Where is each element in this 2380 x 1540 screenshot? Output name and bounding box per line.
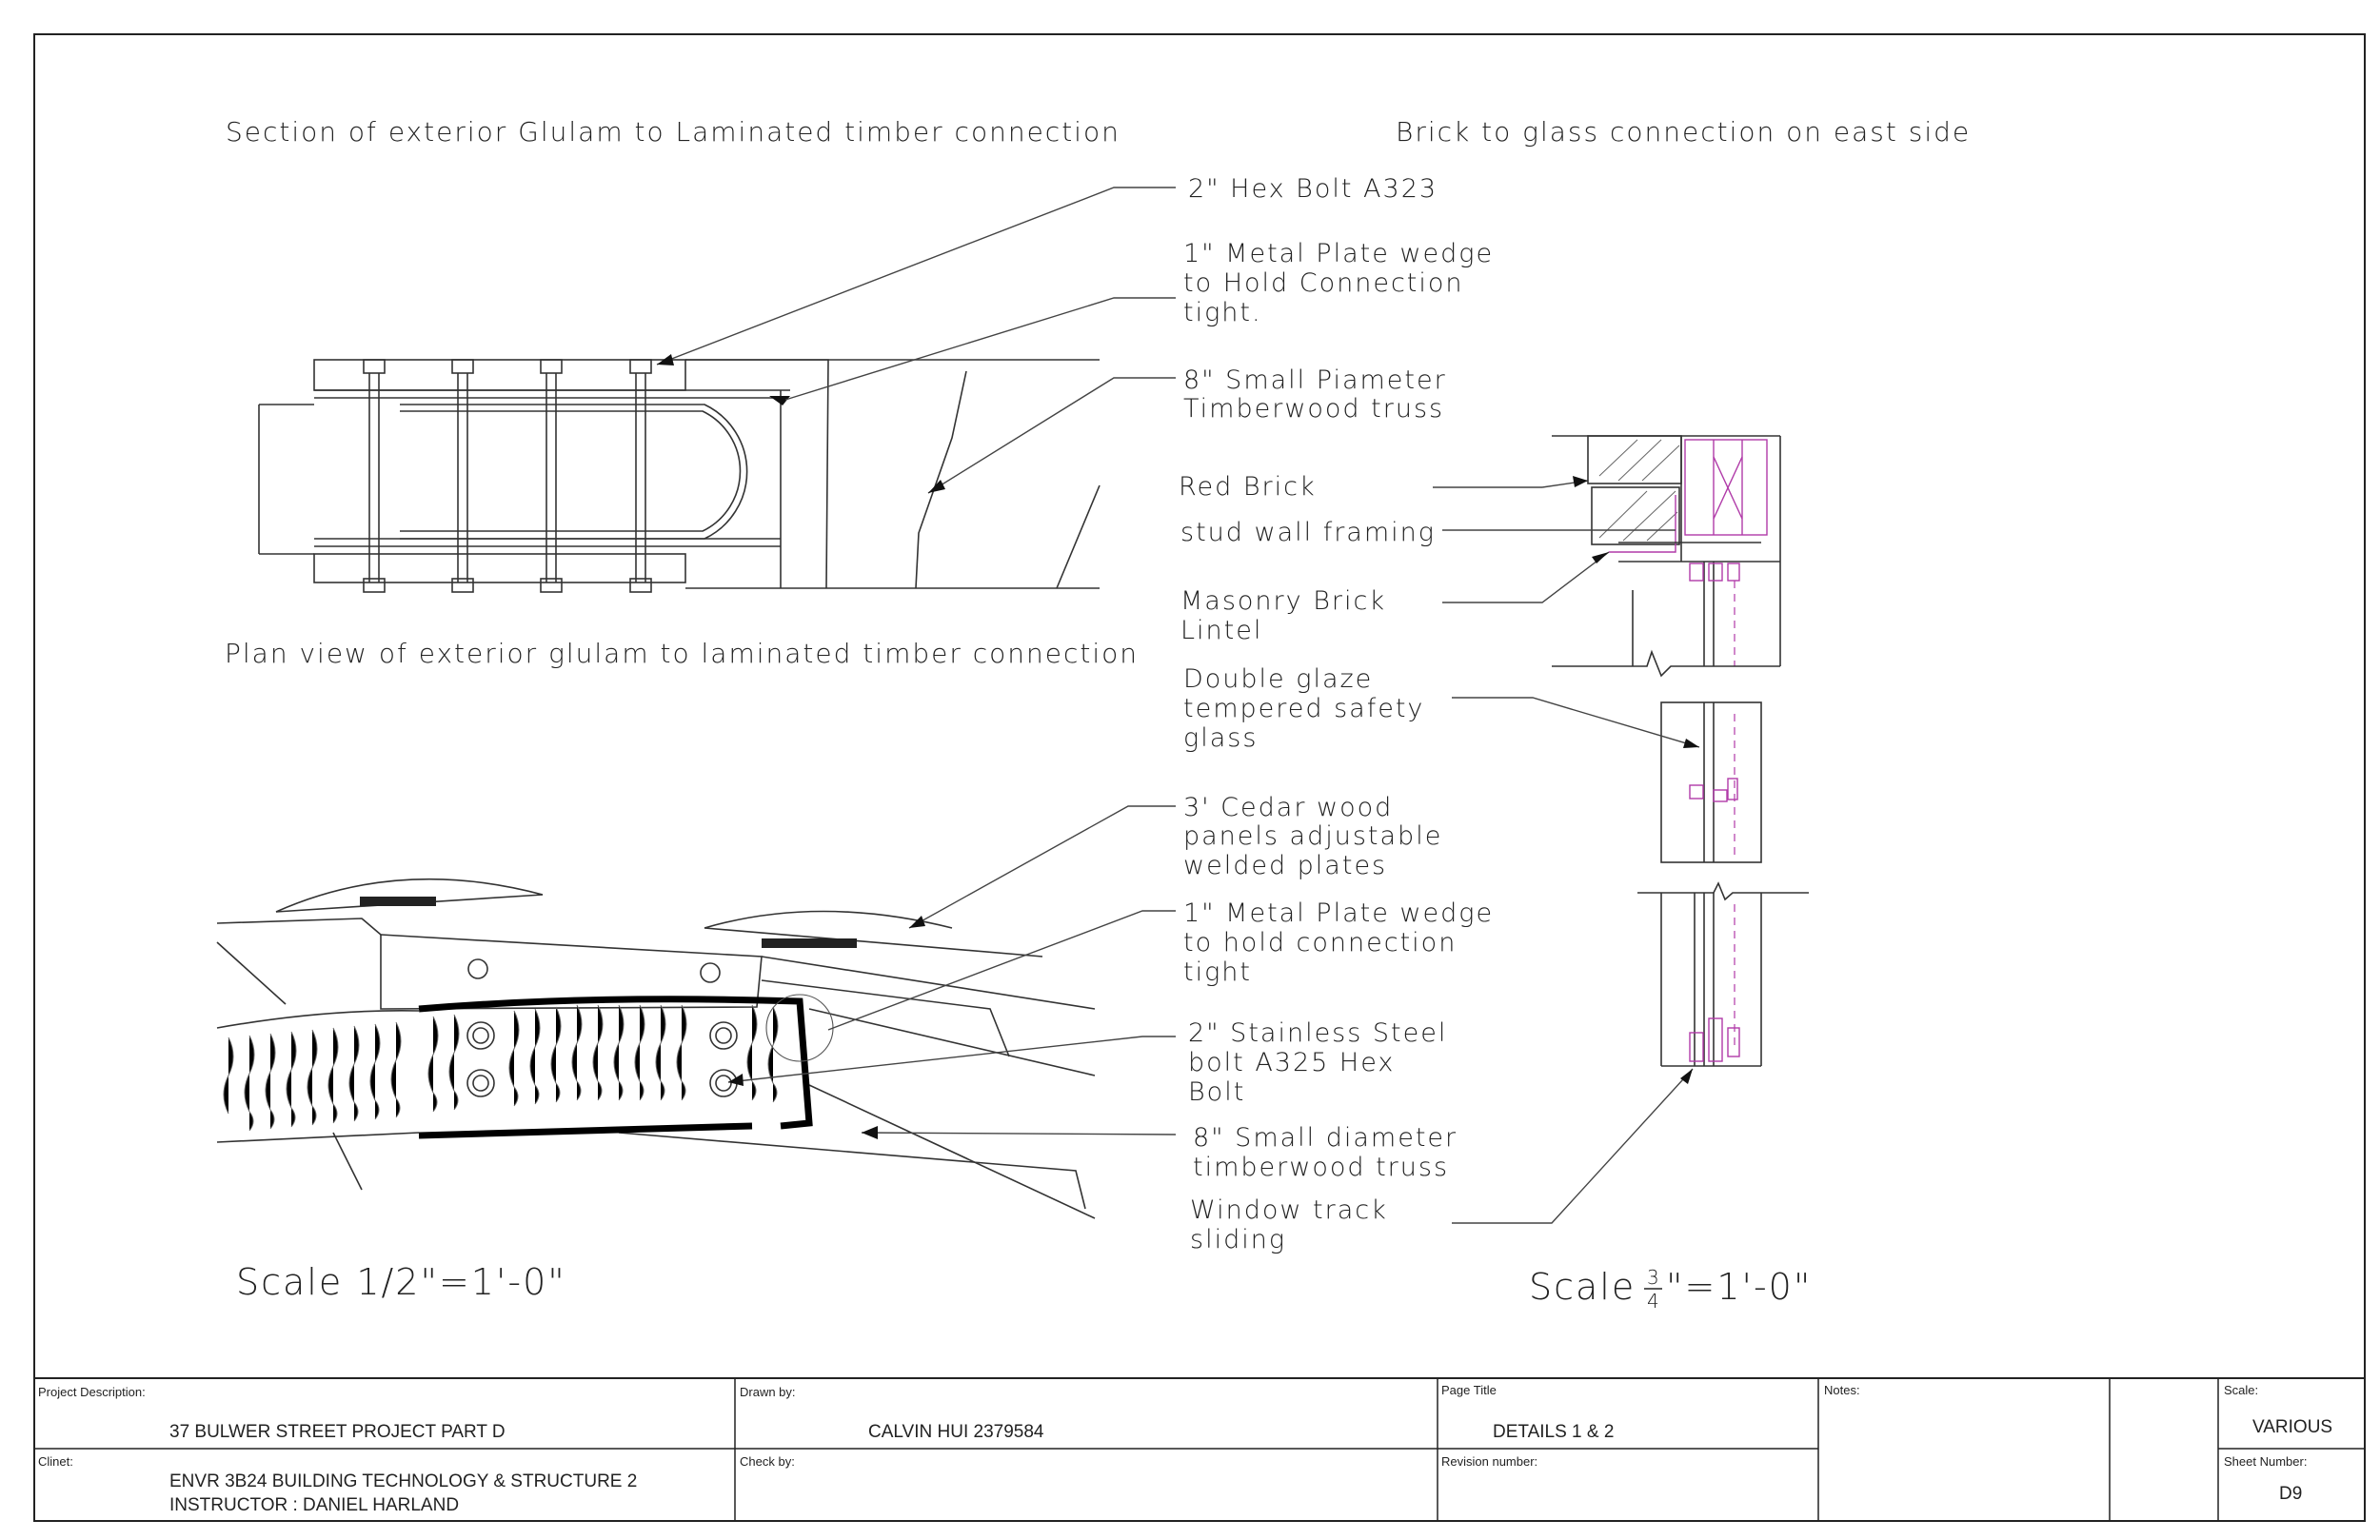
sheet-label: Sheet Number: xyxy=(2224,1454,2307,1469)
callout-plate-lower-2: to hold connection xyxy=(1183,928,1457,958)
callout-plate-lower-3: tight xyxy=(1183,958,1252,987)
check-by-label: Check by: xyxy=(740,1454,795,1469)
brick-title: Brick to glass connection on east side xyxy=(1396,116,1971,148)
callout-metal-plate-2: to Hold Connection xyxy=(1183,268,1464,298)
callout-truss-2: Timberwood truss xyxy=(1183,394,1444,424)
client-label: Clinet: xyxy=(38,1454,73,1469)
callout-cedar-1: 3' Cedar wood xyxy=(1183,793,1393,822)
callout-plate-lower-1: 1" Metal Plate wedge xyxy=(1183,898,1494,928)
callout-metal-plate-1: 1" Metal Plate wedge xyxy=(1183,239,1494,268)
drawn-by-label: Drawn by: xyxy=(740,1385,796,1399)
callout-glass-2: tempered safety xyxy=(1183,694,1424,723)
callout-glass-1: Double glaze xyxy=(1183,664,1373,694)
callout-steel-bolt-2: bolt A325 Hex xyxy=(1188,1048,1395,1077)
plan-drawing xyxy=(216,878,1096,1219)
callout-truss-lower-2: timberwood truss xyxy=(1193,1153,1449,1182)
plan-title: Plan view of exterior glulam to laminate… xyxy=(225,638,1139,669)
section-drawing xyxy=(258,359,1101,593)
wood-grain-hatch xyxy=(223,1004,779,1132)
svg-text:Scale: Scale xyxy=(1529,1266,1636,1308)
scale-right: Scale 3 4 "=1'-0" xyxy=(1529,1266,1812,1313)
hex-bolt-row xyxy=(363,359,652,593)
callout-cedar-3: welded plates xyxy=(1183,851,1387,880)
svg-text:4: 4 xyxy=(1647,1290,1661,1313)
notes-label: Notes: xyxy=(1824,1383,1860,1397)
callout-stud-wall: stud wall framing xyxy=(1180,518,1436,547)
callout-track-2: sliding xyxy=(1190,1225,1286,1254)
callout-steel-bolt-1: 2" Stainless Steel xyxy=(1188,1018,1447,1048)
callout-glass-3: glass xyxy=(1183,723,1258,753)
client-line1: ENVR 3B24 BUILDING TECHNOLOGY & STRUCTUR… xyxy=(169,1471,637,1491)
callout-metal-plate-3: tight. xyxy=(1183,298,1262,327)
project-desc: 37 BULWER STREET PROJECT PART D xyxy=(169,1422,506,1442)
revision-label: Revision number: xyxy=(1441,1454,1537,1469)
section-title: Section of exterior Glulam to Laminated … xyxy=(226,116,1121,148)
scale-label: Scale: xyxy=(2224,1383,2258,1397)
page-title-label: Page Title xyxy=(1441,1383,1497,1397)
project-desc-label: Project Description: xyxy=(38,1385,146,1399)
svg-text:"=1'-0": "=1'-0" xyxy=(1666,1266,1812,1308)
callout-steel-bolt-3: Bolt xyxy=(1188,1077,1245,1107)
callout-track-1: Window track xyxy=(1190,1195,1388,1225)
callout-hex-bolt: 2" Hex Bolt A323 xyxy=(1188,174,1438,204)
callout-truss-1: 8" Small Piameter xyxy=(1183,365,1447,395)
callout-lintel-2: Lintel xyxy=(1180,616,1262,645)
client-line2: INSTRUCTOR : DANIEL HARLAND xyxy=(169,1495,459,1515)
scale-left: Scale 1/2"=1'-0" xyxy=(236,1261,566,1303)
title-block xyxy=(33,1377,2366,1522)
brick-glass-section xyxy=(1552,435,1809,1067)
scale-value: VARIOUS xyxy=(2252,1417,2332,1437)
sheet-value: D9 xyxy=(2279,1484,2302,1504)
drawn-by: CALVIN HUI 2379584 xyxy=(868,1422,1044,1442)
svg-text:3: 3 xyxy=(1647,1266,1661,1289)
callout-truss-lower-1: 8" Small diameter xyxy=(1193,1123,1458,1153)
callout-lintel-1: Masonry Brick xyxy=(1180,586,1386,616)
stainless-bolts xyxy=(466,1021,738,1097)
page-title: DETAILS 1 & 2 xyxy=(1493,1422,1614,1442)
callout-cedar-2: panels adjustable xyxy=(1183,821,1442,851)
callout-red-brick: Red Brick xyxy=(1179,472,1317,502)
